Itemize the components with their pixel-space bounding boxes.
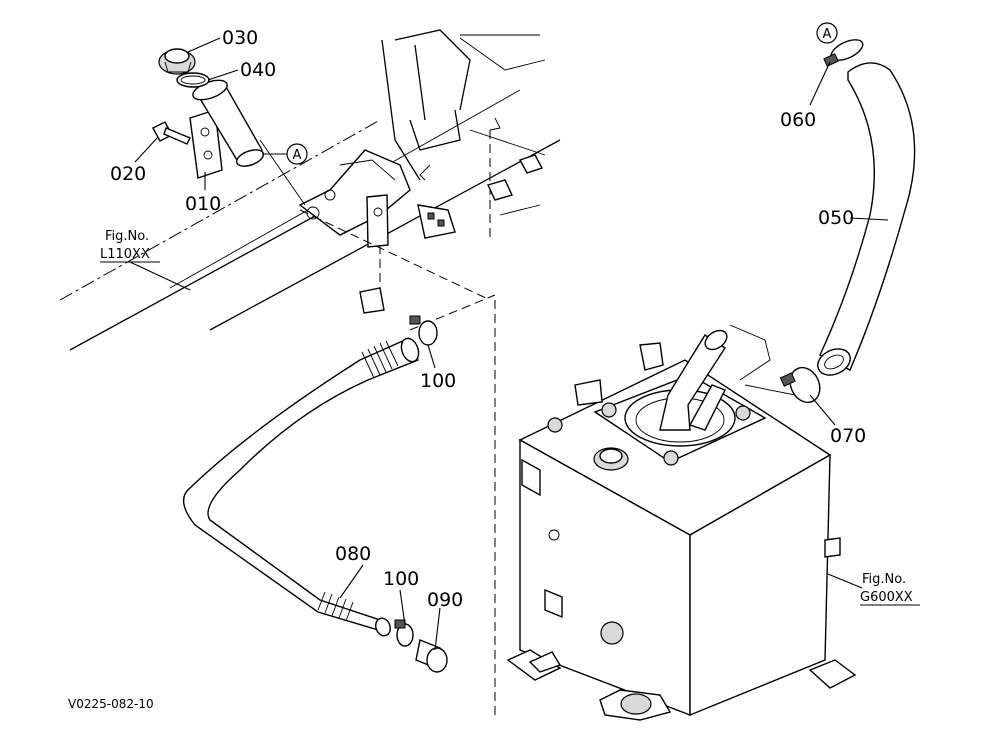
part-labels: 030 040 020 010 060 050 070 100 080 100 …: [110, 27, 866, 611]
part-040-o-ring: [176, 72, 210, 88]
label-020: 020: [110, 163, 146, 185]
label-040: 040: [240, 59, 276, 81]
part-020-bolt: [152, 121, 191, 145]
ref-l-line1: Fig.No.: [105, 229, 149, 244]
ref-l-line2: L110XX: [100, 247, 150, 262]
part-100-clamp-lower: [394, 619, 414, 647]
label-100-upper: 100: [420, 370, 456, 392]
part-060-clamp: [823, 39, 864, 67]
label-100-lower: 100: [383, 568, 419, 590]
marker-a2-text: A: [823, 27, 832, 42]
label-050: 050: [818, 207, 854, 229]
label-060: 060: [780, 109, 816, 131]
part-050-hose: [817, 62, 916, 376]
label-080: 080: [335, 543, 371, 565]
part-070-clamp: [779, 366, 821, 404]
part-030-filler-cap: [158, 48, 196, 75]
connection-marker-a2: A: [816, 22, 838, 44]
frame-structure: [59, 29, 561, 720]
ref-g-line1: Fig.No.: [862, 572, 906, 587]
drawing-code: V0225-082-10: [68, 697, 154, 711]
leader-lines: [129, 37, 889, 651]
part-090-plug: [415, 639, 448, 673]
label-090: 090: [427, 589, 463, 611]
figure-reference-g600xx: Fig.No. G600XX: [860, 572, 920, 606]
hydraulic-tank: [506, 324, 857, 721]
connection-marker-a1: A: [286, 143, 308, 165]
part-010-filler-adapter: [189, 79, 265, 179]
label-030: 030: [222, 27, 258, 49]
part-080-pipe: [182, 337, 420, 637]
marker-a1-text: A: [293, 148, 302, 163]
figure-reference-l110xx: Fig.No. L110XX: [100, 229, 160, 263]
label-070: 070: [830, 425, 866, 447]
ref-g-line2: G600XX: [860, 590, 913, 605]
label-010: 010: [185, 193, 221, 215]
